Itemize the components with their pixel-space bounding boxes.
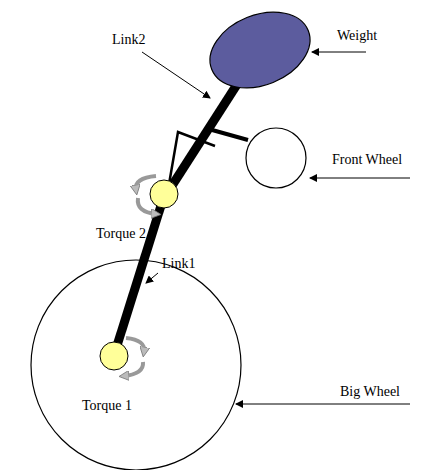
torque-arrows bbox=[124, 176, 156, 376]
joint-two bbox=[150, 180, 178, 208]
link-two bbox=[166, 72, 245, 195]
part-label: Weight bbox=[337, 28, 377, 44]
joint-one bbox=[100, 342, 128, 370]
part-label: Torque 1 bbox=[82, 398, 132, 414]
part-label: Link2 bbox=[112, 32, 145, 48]
link-one bbox=[115, 196, 164, 352]
part-label: Torque 2 bbox=[96, 226, 146, 242]
front-wheel bbox=[246, 128, 306, 188]
part-label: Big Wheel bbox=[340, 384, 400, 400]
part-label: Link1 bbox=[162, 256, 195, 272]
part-label: Front Wheel bbox=[332, 152, 402, 168]
leader-lines bbox=[142, 52, 410, 404]
weight bbox=[199, 0, 322, 102]
